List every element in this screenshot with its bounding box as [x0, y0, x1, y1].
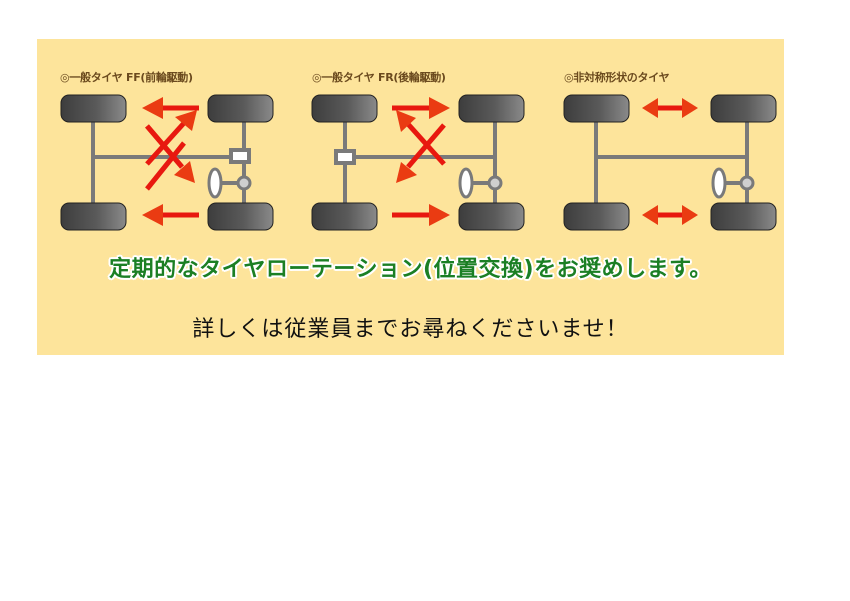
- ff-diagram-title: ◎一般タイヤ FF(前輪駆動): [60, 71, 193, 84]
- steering-wheel-icon: [711, 167, 727, 199]
- differential-box: [334, 149, 356, 165]
- ff-diagram: ◎一般タイヤ FF(前輪駆動): [37, 39, 297, 239]
- asymmetric-diagram-title: ◎非対称形状のタイヤ: [564, 71, 670, 84]
- fr-car-chassis-illustration: [311, 94, 525, 231]
- ff-car-chassis-illustration: [60, 94, 274, 231]
- tire-icons: [60, 94, 274, 231]
- asymmetric-diagram: ◎非対称形状のタイヤ: [546, 39, 786, 239]
- fr-diagram-title: ◎一般タイヤ FR(後輪駆動): [312, 71, 446, 84]
- rotation-arrows: [392, 97, 450, 226]
- steering-wheel-icon: [207, 167, 223, 199]
- differential-box: [229, 148, 251, 164]
- steering-wheel-icon: [458, 167, 474, 199]
- tire-icons: [563, 94, 777, 231]
- asymmetric-car-chassis-illustration: [563, 94, 777, 231]
- tire-icons: [311, 94, 525, 231]
- tire-rotation-notice-panel: ◎一般タイヤ FF(前輪駆動): [37, 39, 784, 355]
- rotation-arrows: [142, 97, 199, 226]
- subline-ask-staff: 詳しくは従業員までお尋ねくださいませ！: [192, 317, 629, 342]
- fr-diagram: ◎一般タイヤ FR(後輪駆動): [296, 39, 546, 239]
- headline-recommendation: 定期的なタイヤローテーション(位置交換)をお奨めします。: [109, 257, 712, 282]
- swap-arrows: [642, 98, 698, 225]
